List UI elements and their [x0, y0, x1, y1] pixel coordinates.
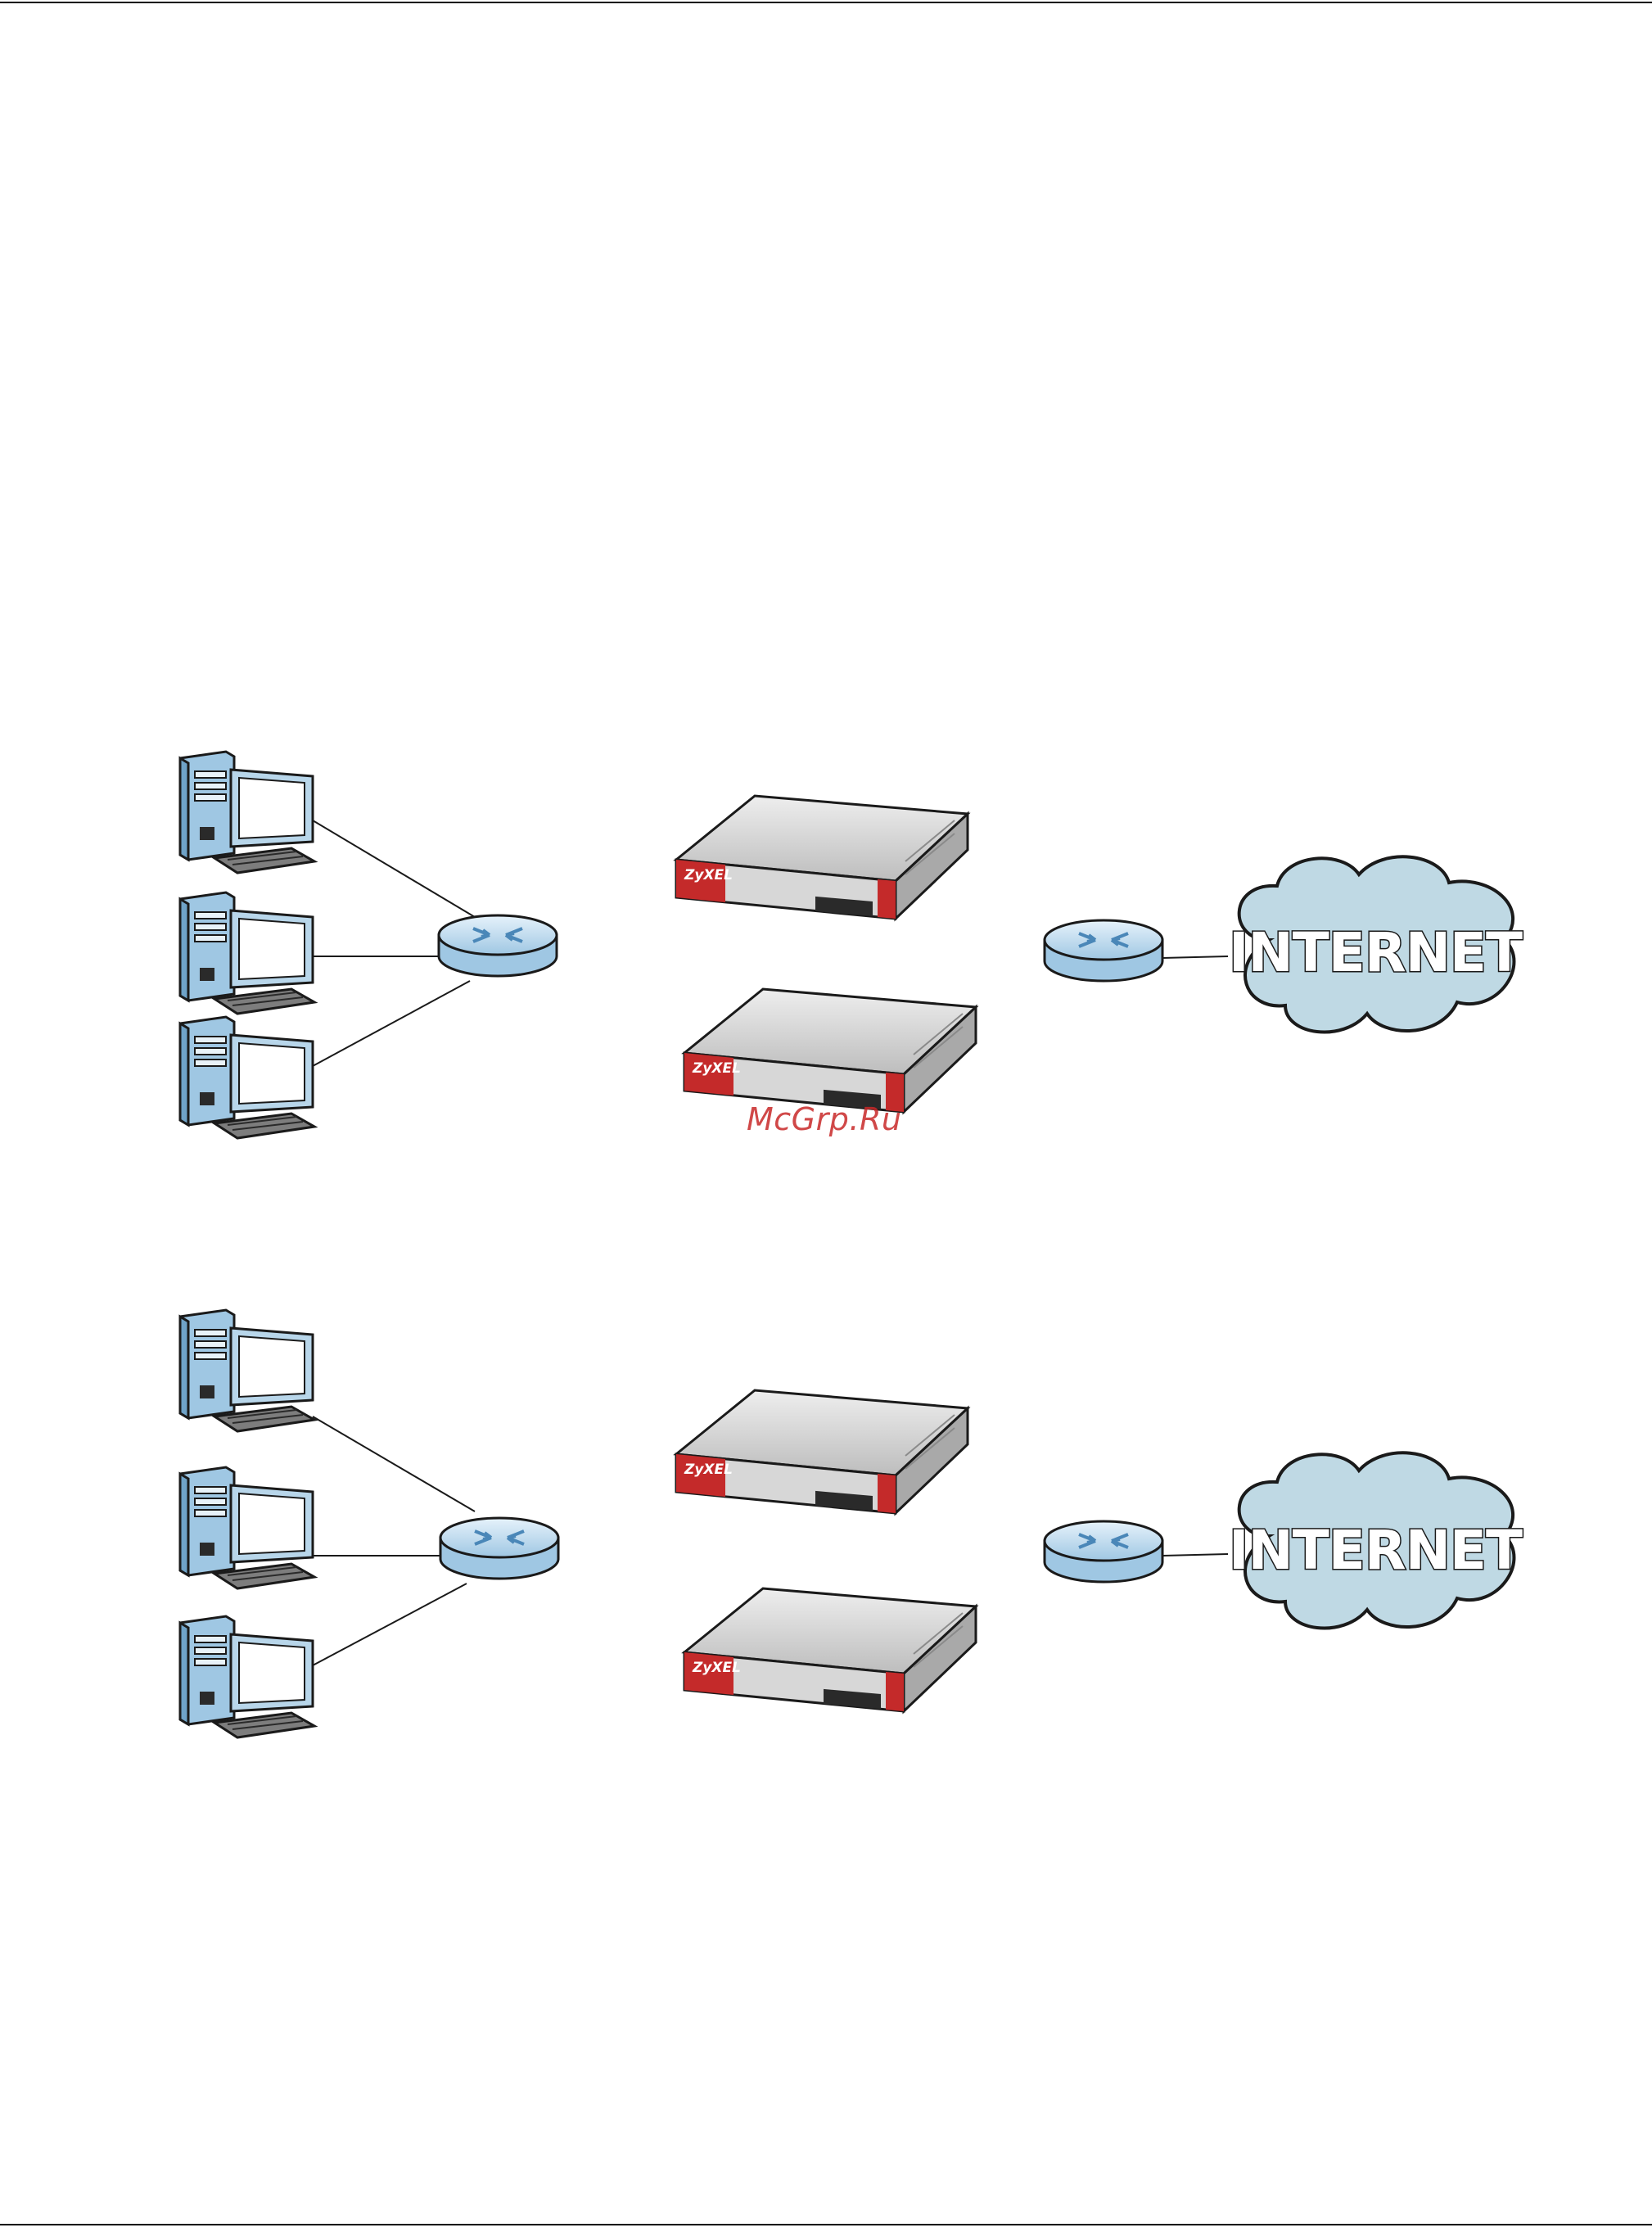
computer-icon [180, 752, 314, 873]
network-diagram-1: ZyXEL ZyXEL INTERNET [0, 729, 1652, 1302]
page-top-rule [0, 2, 1652, 3]
firewall-appliance-2: ZyXEL [684, 1588, 976, 1711]
internet-cloud-icon: INTERNET [1229, 1453, 1523, 1628]
firewall-appliance-1: ZyXEL [676, 796, 968, 919]
internet-label: INTERNET [1229, 921, 1523, 984]
computer-icon [180, 1616, 314, 1737]
brand-label: ZyXEL [692, 1660, 741, 1676]
link-pc3-switch [313, 981, 470, 1066]
network-diagram-1-svg: ZyXEL ZyXEL INTERNET [0, 729, 1652, 1302]
wan-switch-icon [1045, 920, 1162, 981]
lan-switch-icon [440, 1518, 558, 1579]
lan-switch-icon [439, 915, 557, 976]
page-bottom-rule [0, 2224, 1652, 2225]
computer-icon [180, 1467, 314, 1588]
computer-icon [180, 1017, 314, 1138]
brand-label: ZyXEL [692, 1060, 741, 1077]
brand-label: ZyXEL [684, 867, 733, 883]
internet-label: INTERNET [1229, 1519, 1523, 1582]
link-pc1-switch [313, 1416, 475, 1511]
network-diagram-2: ZyXEL ZyXEL INTERNET [0, 1285, 1652, 1859]
link-switch-cloud [1162, 1554, 1228, 1556]
network-diagram-2-svg: ZyXEL ZyXEL INTERNET [0, 1285, 1652, 1859]
link-switch-cloud [1162, 956, 1228, 958]
watermark-text: McGrp.Ru [747, 1101, 901, 1137]
brand-label: ZyXEL [684, 1462, 733, 1478]
firewall-appliance-2: ZyXEL [684, 989, 976, 1112]
computer-icon [180, 892, 314, 1014]
link-pc3-switch [313, 1584, 467, 1665]
internet-cloud-icon: INTERNET [1229, 856, 1523, 1032]
wan-switch-icon [1045, 1521, 1162, 1582]
link-pc1-switch [313, 820, 475, 917]
firewall-appliance-1: ZyXEL [676, 1390, 968, 1513]
computer-icon [180, 1310, 314, 1431]
